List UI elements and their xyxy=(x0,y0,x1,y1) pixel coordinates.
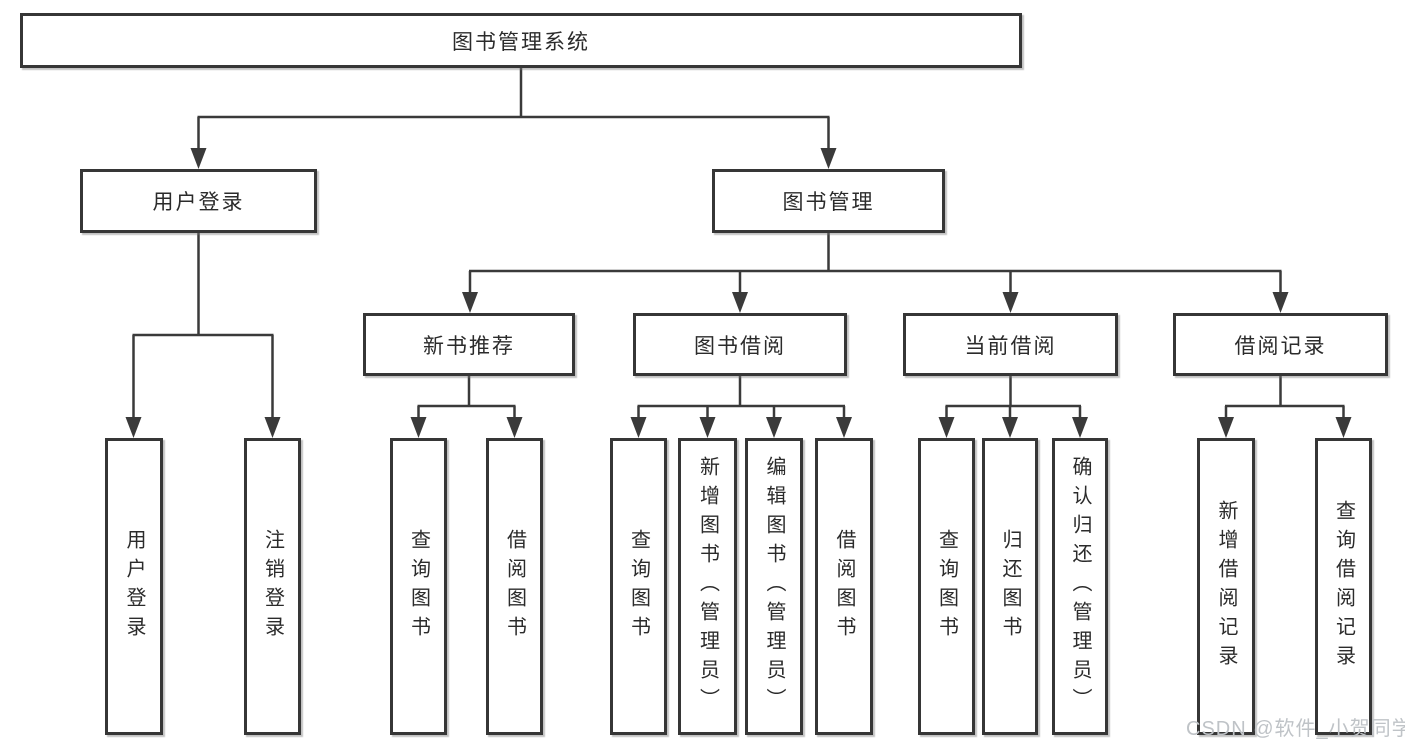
leaf-label: 确认归还（管理员） xyxy=(1069,456,1091,717)
node-current-borrow-label: 当前借阅 xyxy=(964,334,1057,358)
leaf-label: 查询图书 xyxy=(627,528,650,645)
node-book-management: 图书管理 xyxy=(712,169,945,233)
node-current-borrow: 当前借阅 xyxy=(903,313,1118,376)
node-new-book-recommend-label: 新书推荐 xyxy=(423,334,515,358)
leaf-borrow-add-books-admin: 新增图书（管理员） xyxy=(678,438,737,735)
leaf-record-query: 查询借阅记录 xyxy=(1315,438,1372,735)
leaf-label: 借阅图书 xyxy=(503,528,526,645)
leaf-borrow-edit-books-admin: 编辑图书（管理员） xyxy=(745,438,803,735)
leaf-current-return-books: 归还图书 xyxy=(982,438,1038,735)
leaf-label: 新增借阅记录 xyxy=(1215,499,1237,674)
leaf-borrow-query-books: 查询图书 xyxy=(610,438,667,735)
node-root-label: 图书管理系统 xyxy=(452,30,590,54)
leaf-label: 查询图书 xyxy=(935,528,958,645)
leaf-label: 注销登录 xyxy=(261,528,284,645)
leaf-current-query-books: 查询图书 xyxy=(918,438,975,735)
leaf-newbook-borrow-books: 借阅图书 xyxy=(486,438,543,735)
leaf-label: 新增图书（管理员） xyxy=(696,456,719,717)
leaf-label: 编辑图书（管理员） xyxy=(763,456,785,717)
node-root: 图书管理系统 xyxy=(20,13,1022,68)
node-borrow-records: 借阅记录 xyxy=(1173,313,1388,376)
leaf-label: 借阅图书 xyxy=(833,528,855,645)
leaf-borrow-lend-books: 借阅图书 xyxy=(815,438,873,735)
node-user-login: 用户登录 xyxy=(80,169,317,233)
leaf-logout: 注销登录 xyxy=(244,438,301,735)
leaf-label: 归还图书 xyxy=(999,528,1021,645)
node-book-borrow-label: 图书借阅 xyxy=(694,334,786,358)
node-new-book-recommend: 新书推荐 xyxy=(363,313,575,376)
leaf-label: 查询图书 xyxy=(407,528,430,645)
leaf-label: 查询借阅记录 xyxy=(1332,499,1355,674)
leaf-current-confirm-return-admin: 确认归还（管理员） xyxy=(1052,438,1108,735)
leaf-record-add: 新增借阅记录 xyxy=(1197,438,1255,735)
node-borrow-records-label: 借阅记录 xyxy=(1234,334,1327,358)
node-book-borrow: 图书借阅 xyxy=(633,313,847,376)
node-user-login-label: 用户登录 xyxy=(152,191,245,214)
arrowheads xyxy=(125,148,1352,438)
connector-paths xyxy=(132,68,1345,424)
node-book-management-label: 图书管理 xyxy=(782,191,875,214)
leaf-user-login: 用户登录 xyxy=(105,438,163,735)
leaf-newbook-query-books: 查询图书 xyxy=(390,438,447,735)
watermark: CSDN @软件_小贺同学 xyxy=(1186,718,1405,740)
leaf-label: 用户登录 xyxy=(123,528,145,645)
